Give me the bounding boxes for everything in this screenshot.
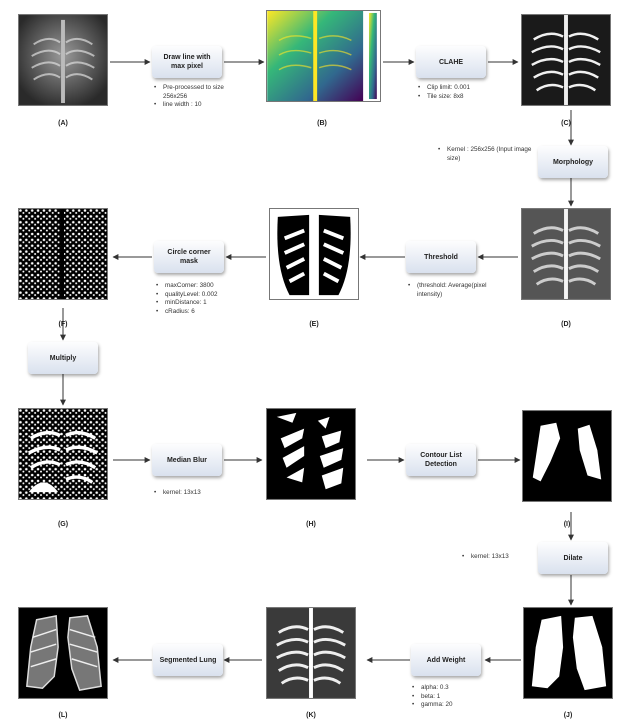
morphology-image-d <box>521 208 611 300</box>
dilated-image-j <box>523 607 613 699</box>
note: qualityLevel: 0.002 <box>156 291 256 300</box>
morphology-params: Kernel : 256x256 (Input image size) <box>438 146 534 163</box>
note: Kernel : 256x256 (Input image size) <box>438 146 534 163</box>
note: (threshold: Average(pixel intensity) <box>408 282 513 299</box>
note: gamma: 20 <box>412 701 492 710</box>
threshold-image-e <box>269 208 359 300</box>
note: Pre-processed to size 256x256 <box>154 84 244 101</box>
segmented-lung-step: Segmented Lung <box>153 644 223 676</box>
draw-line-params: Pre-processed to size 256x256 line width… <box>154 84 244 110</box>
note: Clip limit: 0.001 <box>418 84 513 93</box>
morphology-step: Morphology <box>538 146 608 178</box>
threshold-step: Threshold <box>406 241 476 273</box>
circle-corner-step: Circle corner mask <box>154 241 224 273</box>
caption-k: (K) <box>266 712 356 719</box>
note: line width : 10 <box>154 101 244 110</box>
caption-h: (H) <box>266 521 356 528</box>
note: maxCorner: 3800 <box>156 282 256 291</box>
add-weight-step: Add Weight <box>411 644 481 676</box>
circle-corner-params: maxCorner: 3800 qualityLevel: 0.002 minD… <box>156 282 256 316</box>
note: beta: 1 <box>412 693 492 702</box>
threshold-params: (threshold: Average(pixel intensity) <box>408 282 513 299</box>
heatmap-image-b <box>266 10 381 102</box>
caption-b: (B) <box>277 120 367 127</box>
caption-i: (I) <box>522 521 612 528</box>
median-blur-image-h <box>266 408 356 500</box>
weighted-image-k <box>266 607 356 699</box>
clahe-step: CLAHE <box>416 46 486 78</box>
caption-l: (L) <box>18 712 108 719</box>
note: alpha: 0.3 <box>412 684 492 693</box>
segmented-image-l <box>18 607 108 699</box>
multiplied-image-g <box>18 408 108 500</box>
note: kernel: 13x13 <box>154 489 244 498</box>
median-blur-step: Median Blur <box>152 444 222 476</box>
draw-line-step: Draw line with max pixel <box>152 46 222 78</box>
caption-f: (F) <box>18 321 108 328</box>
clahe-image-c <box>521 14 611 106</box>
caption-c: (C) <box>521 120 611 127</box>
note: kernel: 13x13 <box>462 553 532 562</box>
clahe-params: Clip limit: 0.001 Tile size: 8x8 <box>418 84 513 101</box>
note: Tile size: 8x8 <box>418 93 513 102</box>
caption-a: (A) <box>18 120 108 127</box>
add-weight-params: alpha: 0.3 beta: 1 gamma: 20 <box>412 684 492 710</box>
dilate-step: Dilate <box>538 542 608 574</box>
contour-image-i <box>522 410 612 502</box>
corner-mask-image-f <box>18 208 108 300</box>
dilate-params: kernel: 13x13 <box>462 553 532 562</box>
median-blur-params: kernel: 13x13 <box>154 489 244 498</box>
note: cRadius: 6 <box>156 308 256 317</box>
contour-step: Contour List Detection <box>406 444 476 476</box>
caption-j: (J) <box>523 712 613 719</box>
caption-e: (E) <box>269 321 359 328</box>
xray-image-a <box>18 14 108 106</box>
note: minDistance: 1 <box>156 299 256 308</box>
caption-g: (G) <box>18 521 108 528</box>
caption-d: (D) <box>521 321 611 328</box>
multiply-step: Multiply <box>28 342 98 374</box>
